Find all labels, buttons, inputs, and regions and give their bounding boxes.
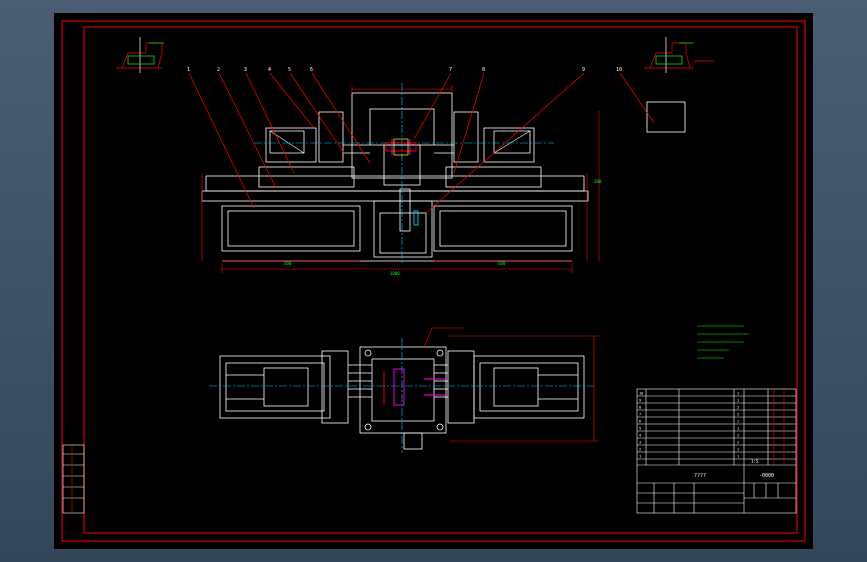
- bom-row-qty: 1: [737, 420, 739, 424]
- balloon-10: 10: [616, 67, 622, 73]
- balloon-9: 9: [582, 67, 585, 73]
- bom-row-qty: 1: [737, 455, 739, 459]
- balloon-8: 8: [482, 67, 485, 73]
- bom-row-number: 2: [639, 448, 641, 452]
- bom-row-number: 4: [639, 434, 641, 438]
- top-view-centerlines: [209, 338, 594, 453]
- top-view-dimensions: [423, 327, 599, 442]
- part-leader-lines: [188, 72, 655, 214]
- cad-drawing-sheet: 1 2 3 4 5 6 7 8 9 10 1000 500 500 300: [61, 20, 806, 542]
- bom-rows: 10 1 9 1 8 2 7 2 6 1 5 1 4 2 3 2 2 1 1 1: [639, 392, 739, 459]
- bom-row-qty: 2: [737, 434, 739, 438]
- top-view: [219, 346, 585, 450]
- bom-row-qty: 2: [737, 441, 739, 445]
- title-block-text: ???? -0000 1:5: [694, 459, 774, 479]
- surface-finish-symbol-right: [644, 37, 714, 73]
- bom-row-qty: 1: [737, 392, 739, 396]
- dim-total: 1000: [390, 271, 400, 276]
- detail-box: [646, 101, 686, 133]
- front-view-bracket-lines: [269, 130, 531, 154]
- inner-frame: [83, 26, 798, 534]
- drawing-name: ????: [694, 473, 706, 479]
- front-view-dimensions: [201, 85, 600, 273]
- balloon-7: 7: [449, 67, 452, 73]
- bom-row-number: 10: [639, 392, 643, 396]
- balloon-3: 3: [244, 67, 247, 73]
- scale-label: 1:5: [751, 459, 759, 464]
- balloon-1: 1: [187, 67, 190, 73]
- bom-row-qty: 1: [737, 427, 739, 431]
- part-balloon-labels: 1 2 3 4 5 6 7 8 9 10: [187, 67, 622, 73]
- bom-row-number: 3: [639, 441, 641, 445]
- outer-frame: [61, 20, 806, 542]
- center-mechanism-highlights: [385, 138, 419, 226]
- bom-row-number: 5: [639, 427, 641, 431]
- dim-left: 500: [284, 261, 292, 266]
- balloon-5: 5: [288, 67, 291, 73]
- bom-row-qty: 2: [737, 413, 739, 417]
- title-block: [636, 388, 797, 514]
- title-block-red-lines: [773, 389, 785, 465]
- balloon-2: 2: [217, 67, 220, 73]
- bom-row-number: 6: [639, 420, 641, 424]
- dim-height: 300: [594, 179, 602, 184]
- balloon-4: 4: [268, 67, 271, 73]
- cad-viewport[interactable]: 1 2 3 4 5 6 7 8 9 10 1000 500 500 300: [54, 13, 813, 549]
- front-view-centerlines: [254, 83, 554, 263]
- front-view: [201, 92, 589, 262]
- left-revision-block: [62, 444, 85, 514]
- balloon-6: 6: [310, 67, 313, 73]
- top-view-highlights: [383, 368, 446, 406]
- bom-row-qty: 1: [737, 399, 739, 403]
- bom-row-qty: 2: [737, 406, 739, 410]
- bom-row-number: 9: [639, 399, 641, 403]
- bom-row-number: 7: [639, 413, 641, 417]
- dim-right: 500: [498, 261, 506, 266]
- bom-row-number: 1: [639, 455, 641, 459]
- front-view-dimension-text: 1000 500 500 300: [284, 179, 602, 276]
- bom-row-qty: 1: [737, 448, 739, 452]
- notes-placeholder-strokes: [697, 325, 749, 359]
- bom-row-number: 8: [639, 406, 641, 410]
- surface-finish-symbol-left: [116, 37, 164, 73]
- drawing-number: -0000: [759, 473, 774, 479]
